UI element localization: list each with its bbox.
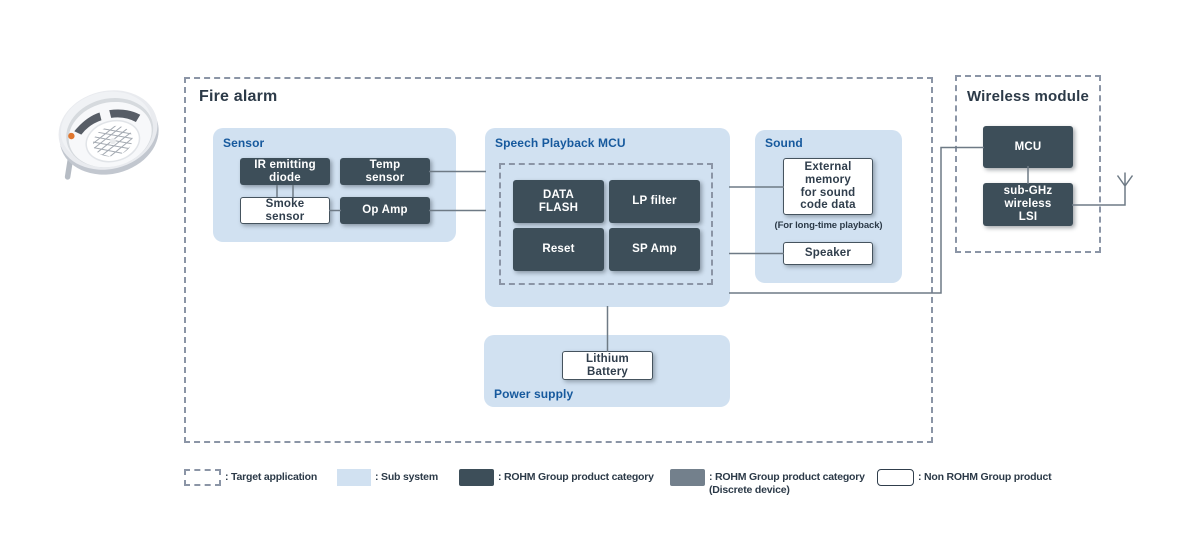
smoke-detector-illustration — [58, 90, 159, 180]
legend-label-target-application: : Target application — [225, 471, 318, 483]
sensor-label: Sensor — [223, 136, 265, 150]
block-reset: Reset — [513, 228, 604, 271]
legend-swatch-rohm-product-category-discrete — [670, 469, 705, 486]
legend-swatch-rohm-product-category — [459, 469, 494, 486]
fire-alarm-title: Fire alarm — [199, 88, 278, 105]
legend-sub-system: : Sub system — [337, 469, 438, 486]
legend-swatch-non-rohm-product — [877, 469, 914, 486]
speech-playback-mcu-label: Speech Playback MCU — [495, 136, 626, 150]
detector-vent-right — [109, 109, 141, 123]
block-lp-filter: LP filter — [609, 180, 700, 223]
detector-led — [68, 132, 75, 140]
detector-vent-left — [74, 112, 102, 135]
speech-playback-mcu-inner-frame — [499, 163, 713, 285]
wireless-module-frame: Wireless module MCU sub-GHz wireless LSI — [955, 75, 1101, 253]
block-speaker: Speaker — [783, 242, 873, 265]
legend-label-rohm-product-category-discrete: : ROHM Group product category — [709, 471, 865, 483]
block-mcu: MCU — [983, 126, 1073, 168]
legend-target-application: : Target application — [184, 469, 317, 486]
subsystem-speech-playback-mcu: Speech Playback MCU DATA FLASH LP filter… — [485, 128, 730, 307]
power-supply-label: Power supply — [494, 387, 574, 401]
wireless-module-title: Wireless module — [966, 88, 1090, 105]
sound-label: Sound — [765, 136, 803, 150]
legend-label-non-rohm-product: : Non ROHM Group product — [918, 471, 1052, 483]
block-external-memory: External memory for sound code data — [783, 158, 873, 215]
legend-label-discrete-device-note: (Discrete device) — [709, 484, 790, 496]
block-ir-emitting-diode: IR emitting diode — [240, 158, 330, 185]
legend-swatch-sub-system — [337, 469, 371, 486]
legend-rohm-product-category: : ROHM Group product category — [459, 469, 654, 486]
legend-swatch-target-application — [184, 469, 221, 486]
legend-rohm-product-category-discrete: : ROHM Group product category (Discrete … — [670, 469, 865, 497]
block-sub-ghz-wireless-lsi: sub-GHz wireless LSI — [983, 183, 1073, 226]
block-data-flash: DATA FLASH — [513, 180, 604, 223]
detector-body — [58, 90, 159, 175]
block-smoke-sensor: Smoke sensor — [240, 197, 330, 224]
playback-note: (For long-time playback) — [774, 220, 883, 231]
subsystem-power-supply: Lithium Battery Power supply — [484, 335, 730, 407]
legend-label-rohm-product-category: : ROHM Group product category — [498, 471, 654, 483]
block-op-amp: Op Amp — [340, 197, 430, 224]
legend-non-rohm-product: : Non ROHM Group product — [877, 469, 1052, 486]
legend-label-sub-system: : Sub system — [375, 471, 438, 483]
block-temp-sensor: Temp sensor — [340, 158, 430, 185]
block-lithium-battery: Lithium Battery — [562, 351, 653, 380]
subsystem-sensor: Sensor IR emitting diode Temp sensor Smo… — [213, 128, 456, 242]
subsystem-sound: Sound External memory for sound code dat… — [755, 130, 902, 283]
block-sp-amp: SP Amp — [609, 228, 700, 271]
